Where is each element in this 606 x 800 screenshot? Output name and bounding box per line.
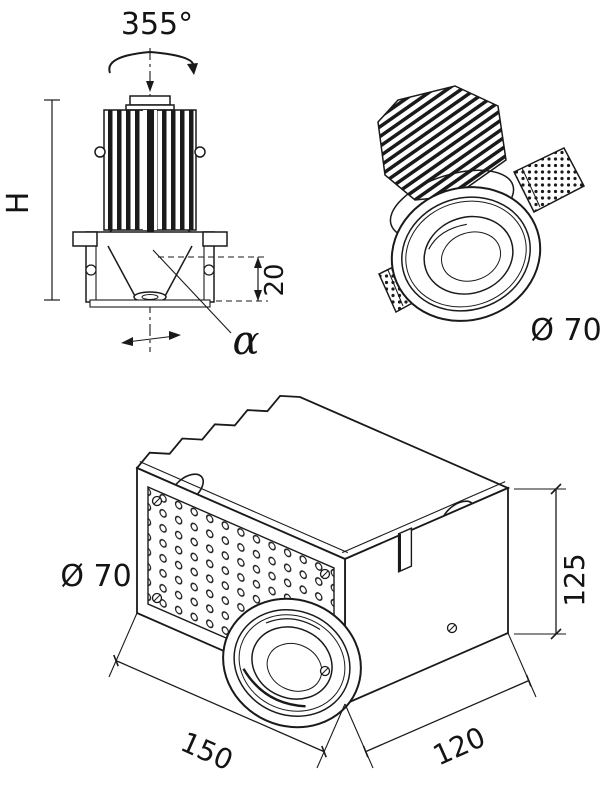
length-ext-right — [316, 703, 346, 769]
housing-lens-glass — [251, 626, 333, 700]
flange-left — [72, 231, 98, 247]
module-view — [377, 85, 586, 322]
length-dimension — [108, 612, 346, 769]
housing-bezel-mid — [233, 609, 351, 717]
length-tick-left — [113, 654, 119, 667]
rotation-arc — [108, 50, 195, 74]
width-dim-line — [365, 680, 529, 753]
side-pin-right — [194, 146, 206, 158]
width-dimension — [344, 632, 537, 769]
length-ext-left — [108, 612, 138, 678]
flange-right — [202, 231, 228, 247]
housing-lens-inner — [266, 642, 323, 692]
mounting-tab-right — [512, 147, 586, 214]
rotation-arrowhead-icon — [187, 63, 198, 75]
reflector-cone-left — [107, 245, 137, 299]
height-dimension — [514, 483, 566, 640]
module-bezel — [390, 186, 542, 322]
housing-screw-right — [203, 264, 215, 276]
tilt-arrow-line — [126, 335, 176, 343]
right-face-screw-slot — [448, 624, 456, 632]
rotation-angle-label: 355° — [121, 7, 193, 42]
tab-left-fold-line — [387, 269, 404, 307]
housing-view — [108, 394, 566, 769]
width-ext-right — [507, 632, 537, 698]
housing-body — [85, 231, 215, 303]
reflector-cone-right — [163, 245, 193, 299]
height-tick-top — [550, 483, 562, 495]
housing-length-label: 150 — [176, 725, 238, 777]
tilt-arrow-right-icon — [169, 331, 181, 340]
module-lens-inner — [441, 231, 502, 282]
housing-bezel-inner — [238, 614, 346, 712]
width-ext-left — [344, 703, 374, 769]
housing-height-label: 125 — [558, 553, 591, 606]
length-dim-line — [115, 660, 325, 753]
tilt-angle-label: α — [232, 318, 259, 364]
center-rod — [147, 110, 154, 262]
tilt-leader-line — [152, 249, 232, 334]
depth-arrow-top-icon — [254, 257, 262, 268]
module-diameter-label: Ø 70 — [530, 313, 601, 348]
housing-width-label: 120 — [428, 720, 490, 772]
trim-edge — [89, 299, 211, 308]
bezel-mid-ring — [401, 196, 531, 312]
side-pin-left — [94, 146, 106, 158]
recess-depth-label: 20 — [260, 263, 290, 296]
plate-screws — [151, 495, 331, 677]
height-tick-bottom — [550, 628, 562, 640]
depth-arrow-bottom-icon — [254, 290, 262, 301]
height-dim-label: H — [1, 192, 36, 215]
width-tick-right — [525, 674, 532, 687]
tilt-arrow-left-icon — [121, 337, 133, 346]
lens-highlight-arc — [428, 223, 467, 250]
bezel-inner-ring — [405, 200, 527, 308]
housing-lens-highlight — [265, 618, 321, 631]
front-view — [44, 48, 268, 352]
fixture-cap — [129, 95, 171, 106]
plate-screw-slots — [153, 497, 329, 675]
housing-lens-shadow — [242, 668, 306, 708]
housing-screw-left — [85, 264, 97, 276]
centerline-arrowhead-icon — [146, 81, 154, 92]
housing-lens — [222, 597, 362, 729]
tab-right-fold-line — [521, 167, 541, 208]
length-tick-right — [321, 745, 327, 758]
width-tick-left — [362, 745, 369, 758]
top-rim-lines — [139, 461, 506, 554]
cutout-diameter-label: Ø 70 — [60, 559, 131, 594]
